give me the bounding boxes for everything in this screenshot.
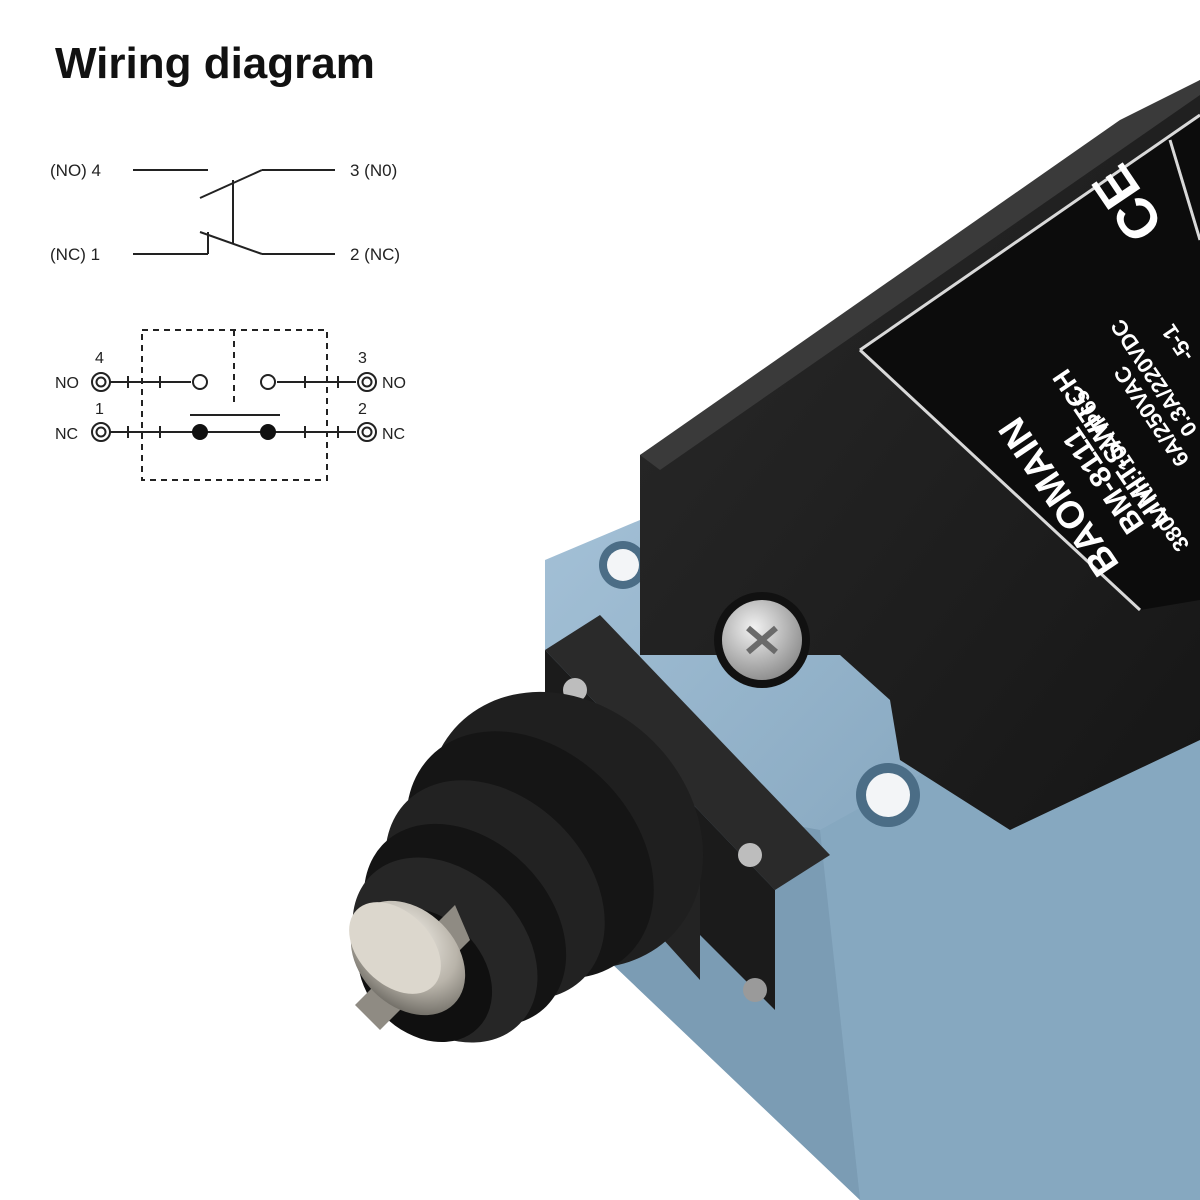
- terminal-nc-left: NC: [55, 426, 78, 443]
- nc-contact-dot-left: [192, 424, 208, 440]
- terminal-num-4: 4: [95, 350, 104, 367]
- cover-screw: [714, 592, 810, 688]
- label-nc-2: 2 (NC): [350, 245, 400, 264]
- terminal-num-1: 1: [95, 401, 104, 418]
- schematic-lines: [133, 169, 335, 255]
- nc-contact-dot-right: [260, 424, 276, 440]
- terminal-no-left: NO: [55, 375, 79, 392]
- terminal-wiring: [91, 372, 377, 442]
- metal-plunger: [349, 900, 470, 1030]
- terminal-diagram: 4 3 1 2 NO NO NC NC: [55, 329, 406, 481]
- terminal-nc-right: NC: [382, 426, 405, 443]
- dashed-enclosure: [141, 329, 328, 481]
- label-no-3: 3 (N0): [350, 161, 397, 180]
- diagram-title: Wiring diagram: [55, 39, 375, 88]
- terminal-num-2: 2: [358, 401, 367, 418]
- head-screw-right: [738, 843, 762, 867]
- nameplate: [858, 113, 1200, 612]
- terminal-num-3: 3: [358, 350, 367, 367]
- head-screw-bottom: [743, 978, 767, 1002]
- terminal-no-right: NO: [382, 375, 406, 392]
- label-no-4: (NO) 4: [50, 161, 101, 180]
- label-nc-1: (NC) 1: [50, 245, 100, 264]
- contact-schematic: (NO) 4 3 (N0) (NC) 1 2 (NC): [50, 161, 400, 264]
